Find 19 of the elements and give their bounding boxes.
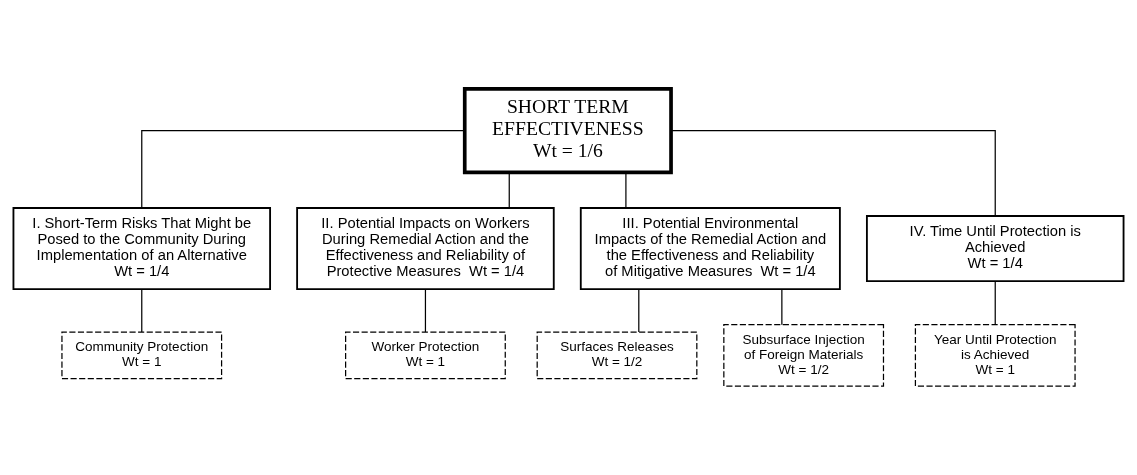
connector — [994, 280, 996, 326]
node-box: I. Short-Term Risks That Might be Posed to the Community During Implementation of an Alternative Wt = 1/4 — [12, 207, 272, 290]
connector — [781, 288, 783, 326]
connector — [625, 171, 627, 209]
node-box: III. Potential Environmental Impacts of the Remedial Action and the Effectiveness and Reliability of Mitigative Measures Wt = 1/4 — [579, 207, 841, 290]
node-box: Worker Protection Wt = 1 — [345, 331, 506, 380]
node-box: Community Protection Wt = 1 — [61, 331, 223, 380]
node-box: Year Until Protection is Achieved Wt = 1 — [914, 324, 1076, 387]
connector — [638, 288, 640, 333]
node-box: IV. Time Until Protection is Achieved Wt = 1/4 — [866, 215, 1125, 282]
node-box: II. Potential Impacts on Workers During Remedial Action and the Effectiveness and Reliability of Protective Measures Wt = 1/4 — [296, 207, 555, 290]
connector — [508, 171, 510, 209]
node-box: SHORT TERM EFFECTIVENESS Wt = 1/6 — [462, 87, 673, 175]
connector — [424, 288, 427, 333]
connector — [141, 288, 143, 333]
connector — [670, 130, 996, 217]
node-box: Subsurface Injection of Foreign Materials Wt = 1/2 — [723, 324, 885, 387]
node-box: Surfaces Releases Wt = 1/2 — [536, 331, 698, 380]
connector — [141, 130, 465, 209]
